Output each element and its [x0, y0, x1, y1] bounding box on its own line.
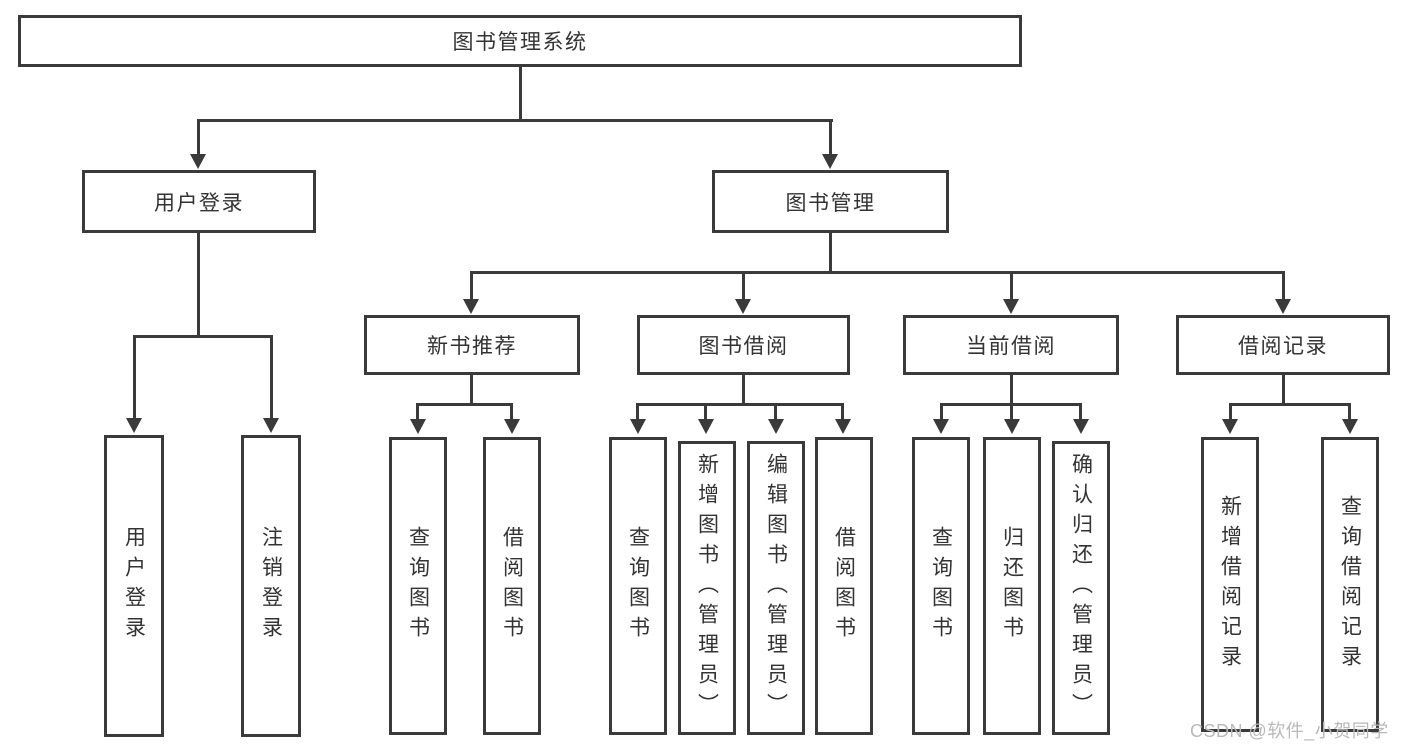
- arrow-down-icon: [822, 154, 838, 169]
- connector-line: [1010, 271, 1013, 300]
- node-book-borrow: 图书借阅: [637, 315, 850, 375]
- connector-line: [1282, 375, 1285, 405]
- connector-line: [1348, 403, 1351, 419]
- leaf-add-book-admin: 新增图书（管理员）: [678, 441, 736, 735]
- arrow-down-icon: [630, 419, 646, 434]
- connector-line: [470, 271, 473, 300]
- connector-line: [197, 119, 200, 156]
- connector-line: [270, 335, 273, 419]
- leaf-query-borrow-record: 查询借阅记录: [1321, 437, 1379, 732]
- node-label: 借阅图书: [832, 526, 856, 646]
- node-label: 当前借阅: [966, 335, 1056, 358]
- leaf-user-login: 用户登录: [104, 435, 164, 737]
- arrow-down-icon: [735, 299, 751, 314]
- connector-line: [1010, 403, 1013, 419]
- node-new-book-recommend: 新书推荐: [364, 315, 580, 375]
- arrow-down-icon: [1004, 419, 1020, 434]
- arrow-down-icon: [410, 419, 426, 434]
- connector-line: [1229, 403, 1351, 406]
- connector-line: [197, 233, 200, 337]
- watermark: CSDN @软件_小贺同学: [1190, 721, 1389, 741]
- connector-line: [704, 403, 707, 419]
- connector-line: [416, 403, 419, 419]
- node-label: 用户登录: [122, 526, 146, 646]
- arrow-down-icon: [1342, 419, 1358, 434]
- arrow-down-icon: [126, 418, 142, 433]
- arrow-down-icon: [263, 418, 279, 433]
- leaf-logout: 注销登录: [241, 435, 301, 737]
- node-borrow-records: 借阅记录: [1176, 315, 1390, 375]
- arrow-down-icon: [1003, 299, 1019, 314]
- node-label: 图书管理: [785, 191, 876, 215]
- node-label: 查询图书: [626, 526, 650, 646]
- node-root-system: 图书管理系统: [18, 15, 1022, 67]
- connector-line: [636, 403, 639, 419]
- connector-line: [636, 403, 844, 406]
- connector-line: [470, 271, 1285, 274]
- connector-line: [470, 375, 473, 405]
- node-label: 借阅图书: [500, 526, 524, 646]
- leaf-borrow-books: 借阅图书: [483, 437, 541, 735]
- node-label: 查询图书: [406, 526, 430, 646]
- connector-line: [1229, 403, 1232, 419]
- arrow-down-icon: [190, 154, 206, 169]
- leaf-query-books: 查询图书: [912, 437, 970, 735]
- leaf-edit-book-admin: 编辑图书（管理员）: [747, 441, 805, 735]
- node-label: 新增借阅记录: [1218, 494, 1242, 675]
- connector-line: [519, 67, 522, 122]
- leaf-borrow-books: 借阅图书: [815, 437, 873, 735]
- node-book-management: 图书管理: [712, 170, 949, 233]
- node-label: 查询借阅记录: [1338, 494, 1362, 675]
- node-label: 用户登录: [154, 191, 244, 215]
- arrow-down-icon: [1275, 299, 1291, 314]
- arrow-down-icon: [504, 419, 520, 434]
- arrow-down-icon: [1073, 419, 1089, 434]
- arrow-down-icon: [698, 419, 714, 434]
- node-label: 查询图书: [929, 526, 953, 646]
- node-label: 新书推荐: [427, 335, 517, 358]
- node-label: 确认归还（管理员）: [1069, 453, 1093, 723]
- leaf-return-books: 归还图书: [983, 437, 1041, 735]
- node-user-login: 用户登录: [82, 170, 316, 233]
- node-label: 编辑图书（管理员）: [764, 453, 788, 723]
- node-label: 图书管理系统: [452, 31, 588, 54]
- node-label: 新增图书（管理员）: [695, 453, 719, 723]
- connector-line: [416, 403, 513, 406]
- node-label: 图书借阅: [698, 335, 789, 358]
- leaf-add-borrow-record: 新增借阅记录: [1201, 437, 1259, 732]
- connector-line: [940, 403, 943, 419]
- connector-line: [133, 335, 273, 338]
- connector-line: [774, 403, 777, 419]
- connector-line: [742, 375, 745, 405]
- connector-line: [829, 119, 832, 156]
- connector-line: [829, 233, 832, 274]
- connector-line: [841, 403, 844, 419]
- arrow-down-icon: [1222, 419, 1238, 434]
- arrow-down-icon: [768, 419, 784, 434]
- arrow-down-icon: [463, 299, 479, 314]
- node-label: 借阅记录: [1238, 335, 1328, 358]
- node-label: 注销登录: [259, 526, 283, 646]
- leaf-query-books: 查询图书: [389, 437, 447, 735]
- connector-line: [1282, 271, 1285, 300]
- connector-line: [133, 335, 136, 419]
- connector-line: [197, 119, 833, 122]
- connector-line: [510, 403, 513, 419]
- connector-line: [742, 271, 745, 300]
- leaf-query-books: 查询图书: [609, 437, 667, 735]
- connector-line: [1079, 403, 1082, 419]
- arrow-down-icon: [835, 419, 851, 434]
- arrow-down-icon: [933, 419, 949, 434]
- node-current-borrow: 当前借阅: [903, 315, 1119, 375]
- connector-line: [1010, 375, 1013, 405]
- leaf-confirm-return-admin: 确认归还（管理员）: [1052, 441, 1110, 735]
- node-label: 归还图书: [1000, 526, 1024, 646]
